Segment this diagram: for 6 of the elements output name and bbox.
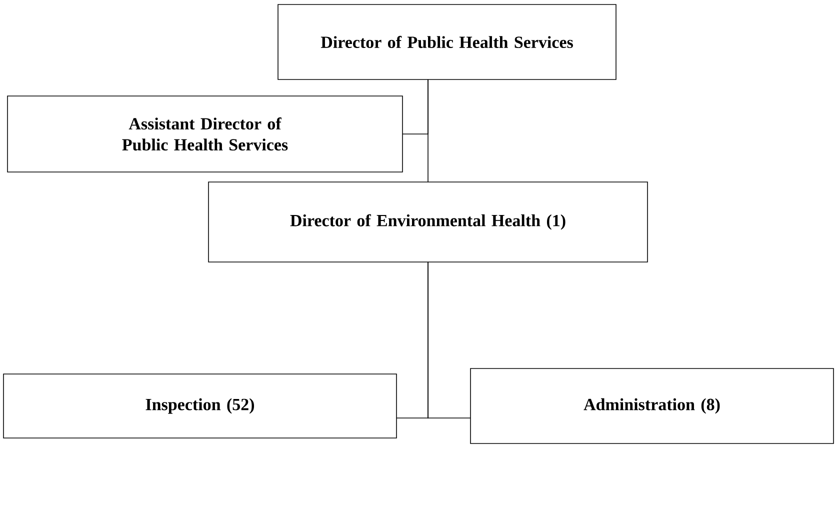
org-box: Administration (8) bbox=[470, 368, 834, 444]
org-box: Director of Public Health Services bbox=[278, 4, 616, 80]
org-box: Inspection (52) bbox=[3, 374, 397, 438]
org-box: Director of Environmental Health (1) bbox=[208, 182, 648, 262]
org-box: Assistant Director of Public Health Services bbox=[7, 96, 403, 172]
connector-line bbox=[428, 262, 471, 418]
